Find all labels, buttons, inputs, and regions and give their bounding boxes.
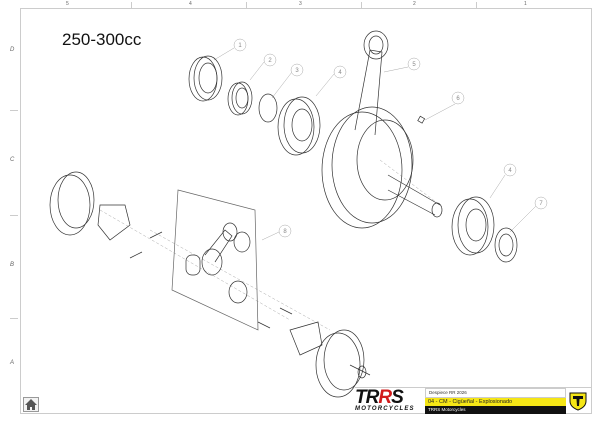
callout-5 bbox=[407, 57, 421, 71]
trrs-logo: TRRS MOTORCYCLES bbox=[355, 387, 425, 414]
column-label: 2 bbox=[413, 1, 416, 7]
callout-label: 7 bbox=[539, 201, 543, 207]
title-block-line1: Despiece RR 2026 bbox=[425, 388, 566, 398]
title-block-line2: 04 - CM - Cigüeñal - Explosionado bbox=[425, 398, 566, 406]
bolt-part bbox=[129, 231, 163, 259]
conrod-kit-box bbox=[171, 189, 259, 331]
logo-main: TRRS bbox=[355, 387, 404, 408]
circlip-part bbox=[258, 93, 278, 123]
column-label: 3 bbox=[299, 1, 302, 7]
callout-label: 6 bbox=[456, 96, 460, 102]
crankshaft-part bbox=[321, 30, 443, 229]
callout-label: 4 bbox=[338, 70, 342, 76]
conrod-part bbox=[201, 222, 238, 276]
divider bbox=[10, 318, 18, 319]
callout-4 bbox=[333, 65, 347, 79]
column-label: 1 bbox=[524, 1, 527, 7]
callout-label: 3 bbox=[295, 68, 299, 74]
main-bearing-part bbox=[451, 196, 495, 256]
logo-accent-letter: R bbox=[378, 387, 392, 408]
divider bbox=[131, 2, 132, 8]
title-block: TRRS MOTORCYCLES Despiece RR 2026 04 - C… bbox=[355, 387, 592, 415]
needle-bearing-part bbox=[185, 231, 251, 304]
callout-label: 4 bbox=[508, 168, 512, 174]
column-label: 5 bbox=[66, 1, 69, 7]
callout-3 bbox=[290, 63, 304, 77]
sheet-title: 250-300cc bbox=[62, 30, 142, 49]
logo-sub: MOTORCYCLES bbox=[355, 406, 415, 412]
callout-7 bbox=[534, 196, 548, 210]
callout-label: 1 bbox=[238, 43, 242, 49]
callout-2 bbox=[263, 53, 277, 67]
oil-seal-part bbox=[188, 55, 223, 102]
title-block-line3: TRRS Motorcycles bbox=[425, 406, 566, 414]
bolt-part bbox=[257, 307, 293, 329]
row-label: B bbox=[10, 262, 15, 268]
home-icon bbox=[25, 399, 37, 410]
leader-lines bbox=[99, 47, 537, 331]
divider bbox=[476, 2, 477, 8]
callout-label: 5 bbox=[412, 62, 416, 68]
divider bbox=[246, 2, 247, 8]
main-bearing-part bbox=[277, 96, 321, 156]
trrs-shield-icon bbox=[569, 392, 587, 411]
oil-seal-part bbox=[494, 227, 518, 263]
divider bbox=[10, 215, 18, 216]
crank-half-right-part bbox=[289, 321, 371, 398]
callout-6 bbox=[451, 91, 465, 105]
divider bbox=[10, 110, 18, 111]
callout-8 bbox=[278, 224, 292, 238]
crank-half-left-part bbox=[49, 171, 131, 241]
row-label: D bbox=[10, 47, 15, 53]
row-label: A bbox=[10, 360, 15, 366]
callout-4b bbox=[503, 163, 517, 177]
spacer-ring-part bbox=[227, 81, 253, 116]
column-label: 4 bbox=[189, 1, 192, 7]
callout-label: 2 bbox=[268, 58, 272, 64]
callout-1 bbox=[233, 38, 247, 52]
home-button[interactable] bbox=[23, 397, 39, 412]
callout-label: 8 bbox=[283, 229, 287, 235]
divider bbox=[361, 2, 362, 8]
drawing-frame bbox=[20, 8, 592, 414]
row-label: C bbox=[10, 157, 15, 163]
key-part bbox=[417, 115, 426, 124]
